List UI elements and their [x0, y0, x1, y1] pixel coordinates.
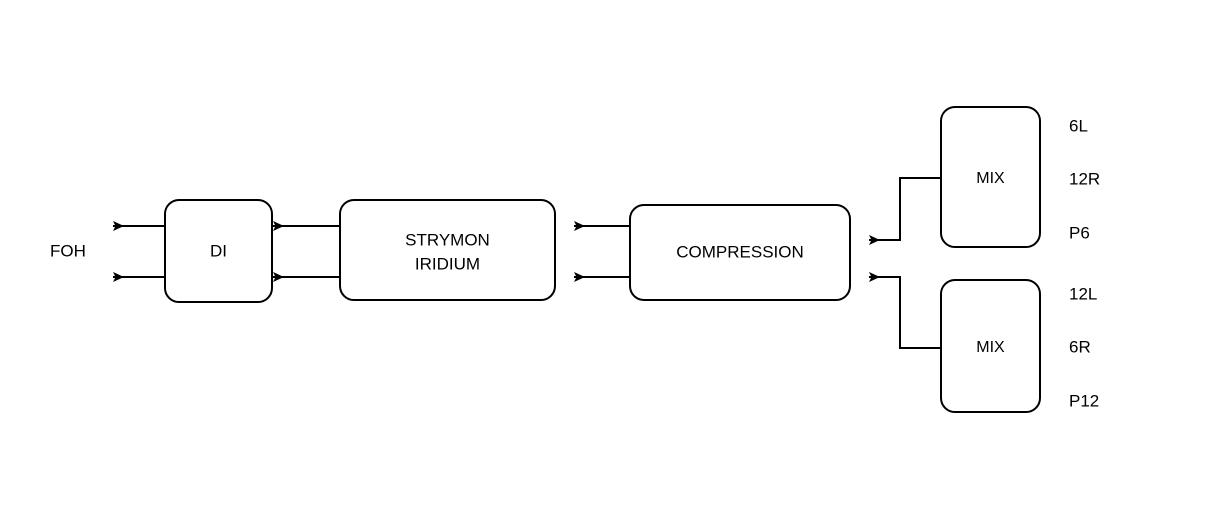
- channel-labels-top-mix: 6L 12R P6: [1069, 116, 1100, 242]
- edge-mix-top-to-compression: [869, 177, 941, 245]
- channel-label-6r: 6R: [1069, 337, 1091, 356]
- channel-label-6l: 6L: [1069, 116, 1088, 135]
- node-mix-top[interactable]: MIX: [940, 106, 1041, 248]
- node-mix-bottom-box[interactable]: [940, 279, 1041, 413]
- node-di-box[interactable]: [164, 199, 273, 303]
- channel-labels-bottom-mix: 12L 6R P12: [1069, 284, 1099, 410]
- node-strymon-iridium-box[interactable]: [339, 199, 556, 301]
- node-di-label: DI: [210, 241, 227, 260]
- node-mix-bottom[interactable]: MIX: [940, 279, 1041, 413]
- node-strymon-iridium-label-line1: STRYMON: [405, 230, 490, 249]
- node-compression[interactable]: COMPRESSION: [629, 204, 851, 301]
- node-di[interactable]: DI: [164, 199, 273, 303]
- node-compression-label: COMPRESSION: [676, 242, 804, 261]
- channel-label-p6: P6: [1069, 223, 1090, 242]
- channel-label-12l: 12L: [1069, 284, 1097, 303]
- node-mix-top-box[interactable]: [940, 106, 1041, 248]
- node-mix-top-label: MIX: [976, 170, 1005, 187]
- node-strymon-iridium-label-line2: IRIDIUM: [415, 254, 480, 273]
- node-compression-box[interactable]: [629, 204, 851, 301]
- channel-label-p12: P12: [1069, 391, 1099, 410]
- terminal-foh-label: FOH: [50, 241, 86, 260]
- arrow-mix-top-compression: [869, 177, 941, 245]
- arrow-mix-bottom-compression: [869, 272, 941, 349]
- node-strymon-iridium[interactable]: STRYMON IRIDIUM: [339, 199, 556, 301]
- channel-label-12r: 12R: [1069, 169, 1100, 188]
- edge-mix-bottom-to-compression: [869, 272, 941, 349]
- terminal-foh: FOH: [50, 241, 86, 260]
- node-mix-bottom-label: MIX: [976, 339, 1005, 356]
